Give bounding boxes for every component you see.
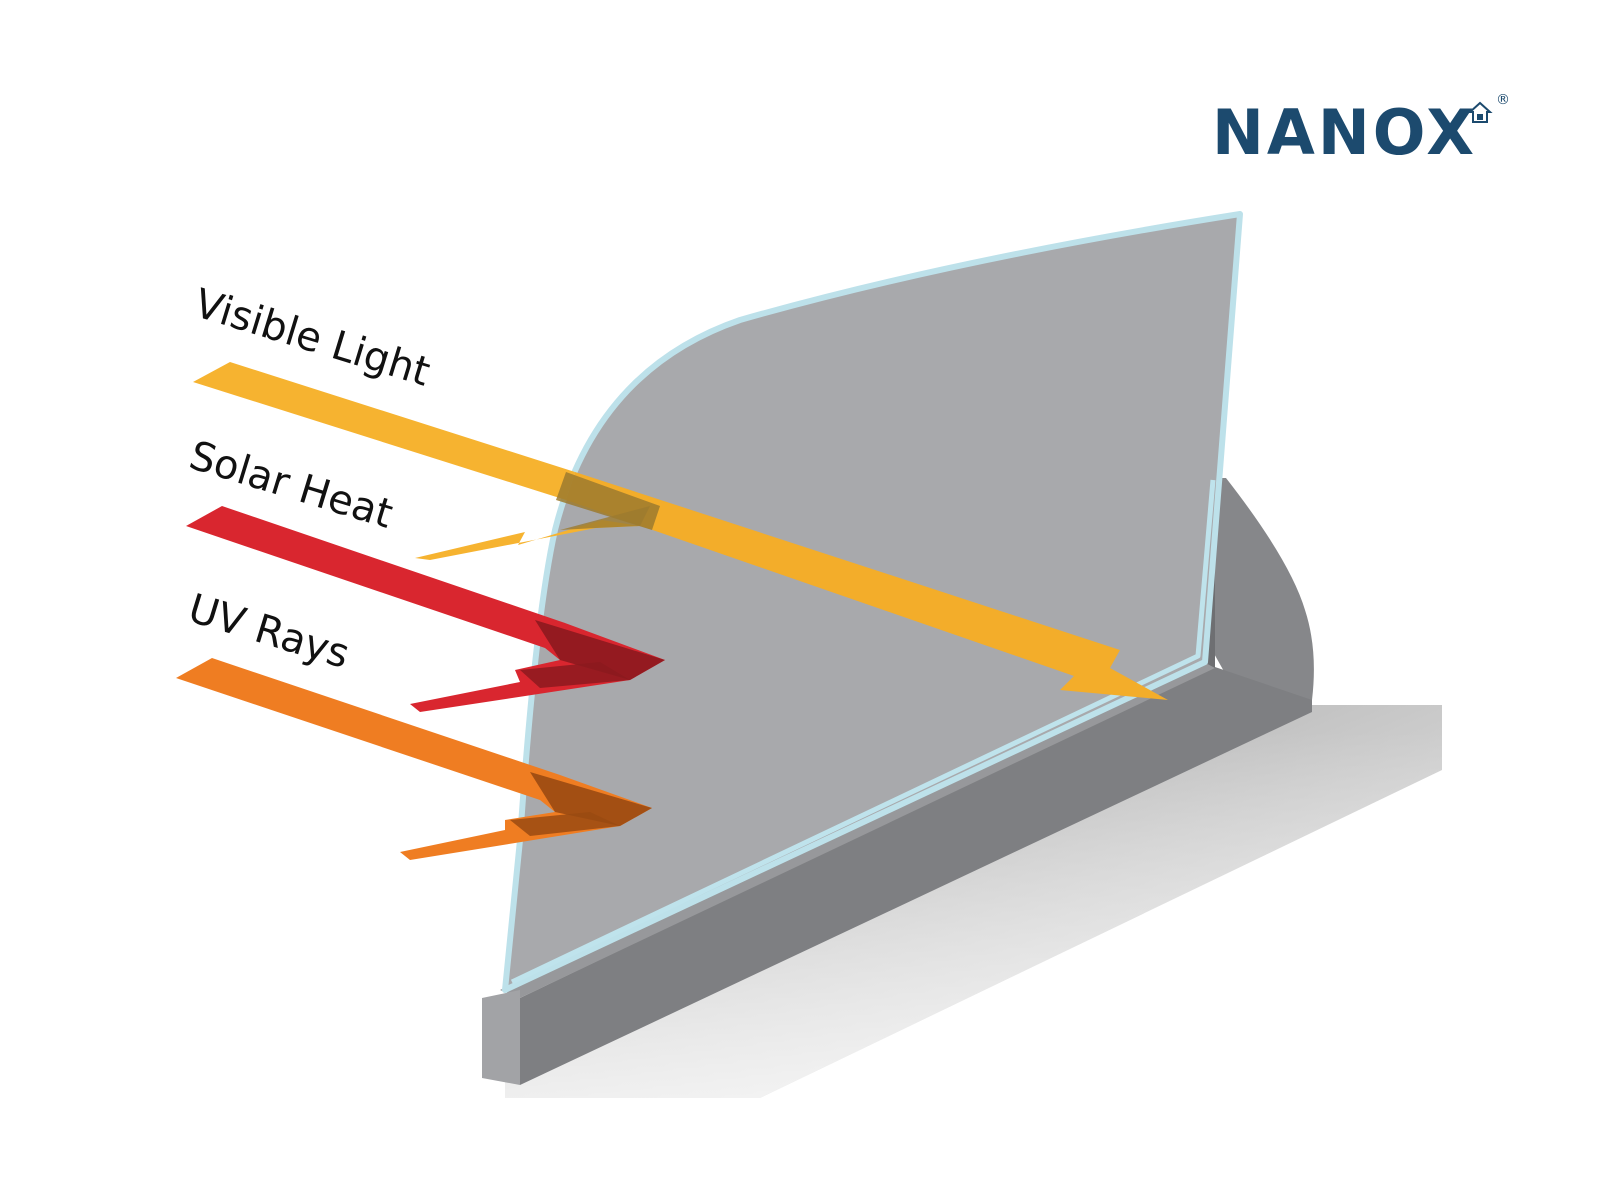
visible-light-ray [193, 362, 1168, 700]
brand-name: NANOX [1212, 96, 1477, 169]
floor-shadow [505, 705, 1442, 1098]
brand-logo: NANOX ® [1212, 92, 1510, 169]
house-icon [1467, 101, 1493, 123]
uv-rays [176, 658, 652, 860]
solar-heat-ray [186, 506, 665, 712]
registered-mark: ® [1496, 92, 1510, 108]
